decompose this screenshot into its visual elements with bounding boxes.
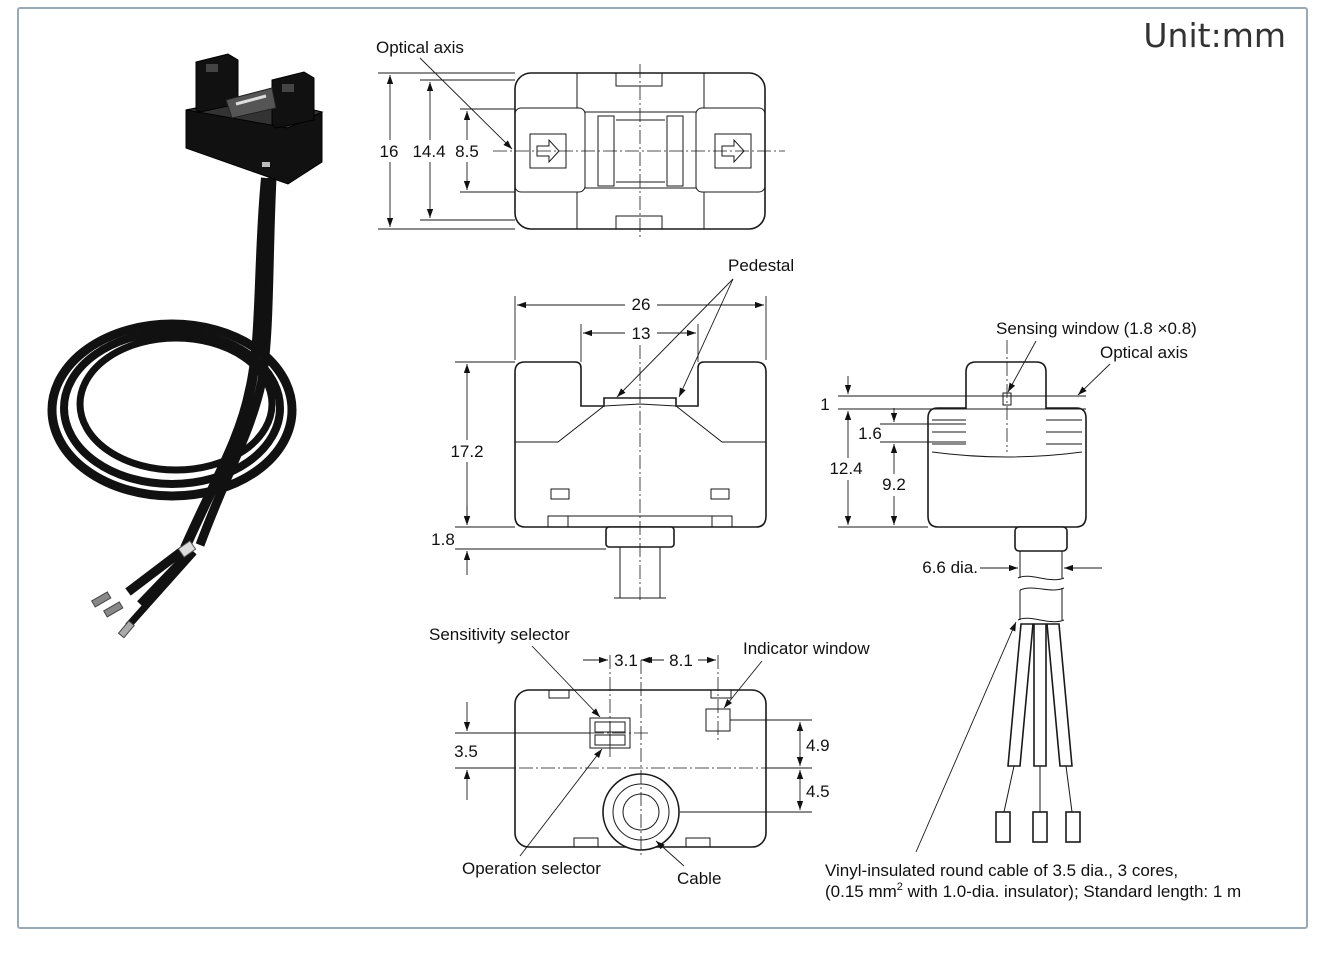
side-body [514,361,767,528]
cable-note: Vinyl-insulated round cable of 3.5 dia.,… [825,621,1241,901]
dim-26: 26 [632,295,651,314]
label-optical-axis-right: Optical axis [1100,343,1188,362]
dim-12-4: 12.4 [829,459,862,478]
label-sensing-window: Sensing window (1.8 ×0.8) [996,319,1197,338]
front-view: 16 14.4 8.5 Optical axis [374,38,785,240]
dim-3-5: 3.5 [454,742,478,761]
cable-coil [47,319,297,501]
label-optical-axis-front: Optical axis [376,38,464,57]
label-cable: Cable [677,869,721,888]
unit-label: Unit:mm [1143,16,1286,55]
dim-4-5: 4.5 [806,782,830,801]
cable-note-line1: Vinyl-insulated round cable of 3.5 dia.,… [825,861,1178,880]
right-body [927,361,1087,528]
sensor-photo [47,53,324,639]
dim-1-8: 1.8 [431,530,455,549]
dim-13: 13 [632,324,651,343]
dim-17-2: 17.2 [450,442,483,461]
dim-3-1: 3.1 [614,651,638,670]
right-view: 1 1.6 12.4 9.2 6.6 dia. Sensing window (… [820,319,1197,843]
label-sensitivity-selector: Sensitivity selector [429,625,570,644]
dim-16: 16 [380,142,399,161]
dim-1: 1 [820,395,829,414]
side-view: 26 13 17.2 1.8 Pedestal [431,256,794,600]
cable-note-line2: (0.15 mm2 with 1.0-dia. insulator); Stan… [825,881,1241,901]
dim-1-6: 1.6 [858,424,882,443]
dim-8-5: 8.5 [455,142,479,161]
dim-8-1: 8.1 [669,651,693,670]
dim-14-4: 14.4 [412,142,445,161]
bottom-view: 3.1 8.1 3.5 4.9 4.5 Sensitivity selector… [429,625,870,888]
dim-6-6-dia: 6.6 dia. [922,558,978,577]
label-operation-selector: Operation selector [462,859,601,878]
label-pedestal: Pedestal [728,256,794,275]
dim-9-2: 9.2 [882,475,906,494]
dim-4-9: 4.9 [806,736,830,755]
label-indicator-window: Indicator window [743,639,870,658]
